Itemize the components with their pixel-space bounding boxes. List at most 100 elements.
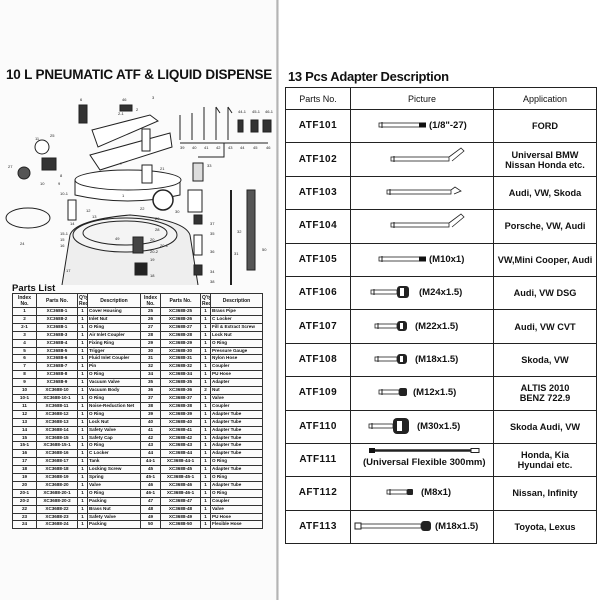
cell-index: 17 — [12, 457, 37, 467]
adapter-application: Audi, VW, Skoda — [493, 175, 597, 211]
adapter-application: Universal BMW Nissan Honda etc. — [493, 142, 597, 177]
cell-qty: 1 — [77, 354, 88, 364]
cell-description: Pin — [87, 362, 141, 372]
cell-description: Adapter — [210, 378, 263, 388]
dispenser-title: 10 L PNEUMATIC ATF & LIQUID DISPENSE — [6, 67, 273, 82]
diagram-callout: 41 — [204, 145, 209, 150]
adapter-bent-long-icon — [390, 147, 465, 162]
cell-description: Adapter Tube — [210, 449, 263, 459]
cell-qty: 1 — [200, 409, 211, 419]
cell-description: Locking Screw — [87, 465, 141, 475]
adapter-fitting-small-icon — [378, 388, 407, 397]
header-qty: Q'ty Req — [77, 293, 88, 308]
cell-parts-no: XC3688-39 — [160, 409, 201, 419]
cell-index: 2 — [12, 314, 37, 324]
diagram-callout: 8 — [60, 173, 63, 178]
cell-qty: 1 — [77, 441, 88, 451]
cell-qty: 1 — [77, 314, 88, 324]
diagram-callout: 49 — [115, 236, 120, 241]
cell-index: 38 — [140, 401, 161, 411]
cell-index: 20-2 — [12, 496, 37, 506]
cell-description: O Ring — [210, 488, 263, 498]
adapter-application: Toyota, Lexus — [493, 509, 597, 545]
cell-parts-no: XC3688-10-1 — [36, 393, 78, 403]
cell-qty: 1 — [77, 378, 88, 388]
cell-index: 45 — [140, 465, 161, 475]
adapter-thread-spec: (M30x1.5) — [417, 420, 461, 432]
cell-qty: 1 — [77, 393, 88, 403]
cell-parts-no: XC3688-28 — [160, 330, 201, 340]
diagram-callout: 15-1 — [60, 231, 69, 236]
diagram-callout: 25 — [50, 133, 55, 138]
adapter-application: Porsche, VW, Audi — [493, 209, 597, 244]
cell-description: O Ring — [87, 322, 141, 332]
cell-parts-no: XC3688-18 — [36, 465, 78, 475]
adapter-row: ATF105(M10x1)VW,Mini Cooper, Audi — [285, 242, 597, 277]
cell-index: 11 — [12, 401, 37, 411]
adapter-long-fitting-icon — [354, 520, 431, 531]
adapter-application: FORD — [493, 108, 597, 144]
cell-index: 39 — [140, 409, 161, 419]
cell-parts-no: XC3688-20-1 — [36, 488, 78, 498]
adapter-picture — [350, 175, 494, 211]
cell-qty: 1 — [200, 401, 211, 411]
cell-qty: 1 — [77, 401, 88, 411]
cell-description: O Ring — [87, 488, 141, 498]
cell-qty: 1 — [200, 449, 211, 459]
header-parts-no: Parts No. — [285, 87, 351, 110]
diagram-callout: 38 — [210, 279, 215, 284]
adapter-thread-spec: (Universal Flexible 300mm) — [363, 457, 486, 469]
cell-parts-no: XC3688-30 — [160, 346, 201, 356]
diagram-callout: 36 — [210, 249, 215, 254]
cell-description: Valve — [210, 504, 263, 514]
diagram-callout: 3 — [152, 95, 155, 100]
diagram-callout: 14 — [70, 221, 75, 226]
cell-parts-no: XC3688-34 — [160, 370, 201, 380]
cell-qty: 1 — [77, 433, 88, 443]
cell-qty: 1 — [77, 362, 88, 372]
cell-parts-no: XC3688-32 — [160, 362, 201, 372]
cell-description: Safety Valve — [87, 425, 141, 435]
cell-qty: 1 — [200, 362, 211, 372]
diagram-callout: 1 — [122, 193, 125, 198]
cell-parts-no: XC3688-22 — [36, 504, 78, 514]
adapter-part-no: ATF107 — [285, 309, 351, 344]
adapter-picture: (M18x1.5) — [350, 509, 494, 545]
header-picture: Picture — [350, 87, 494, 110]
cell-qty: 2 — [200, 386, 211, 395]
adapter-flexible-icon — [369, 448, 480, 454]
cell-index: 5 — [12, 346, 37, 356]
parts-list-title: Parts List — [12, 283, 56, 294]
adapter-part-no: ATF110 — [285, 409, 351, 444]
adapter-bent-short-icon — [386, 186, 462, 195]
adapter-part-no: ATF109 — [285, 376, 351, 411]
cell-index: 4 — [12, 338, 37, 348]
adapter-fitting-tiny-icon — [386, 489, 413, 496]
diagram-callout: 20 — [150, 237, 155, 242]
cell-index: 36 — [140, 386, 161, 395]
cell-description: Coupler — [210, 496, 263, 506]
diagram-callout: 40 — [192, 145, 197, 150]
cell-qty: 1 — [77, 457, 88, 467]
cell-qty: 1 — [200, 425, 211, 435]
cell-index: 24 — [12, 520, 37, 530]
cell-index: 37 — [140, 393, 161, 403]
adapter-application: Nissan, Infinity — [493, 476, 597, 511]
cell-parts-no: XC3688-36 — [160, 386, 201, 395]
cell-parts-no: XC3688-27 — [160, 322, 201, 332]
adapter-picture: (Universal Flexible 300mm) — [350, 442, 494, 478]
cell-parts-no: XC3688-17 — [36, 457, 78, 467]
cell-index: 16 — [12, 449, 37, 459]
cell-index: 20 — [12, 480, 37, 490]
adapter-row: AFT112(M8x1)Nissan, Infinity — [285, 476, 597, 511]
cell-qty: 1 — [200, 457, 211, 467]
cell-qty: 1 — [200, 307, 211, 316]
cell-parts-no: XC3688-12 — [36, 409, 78, 419]
